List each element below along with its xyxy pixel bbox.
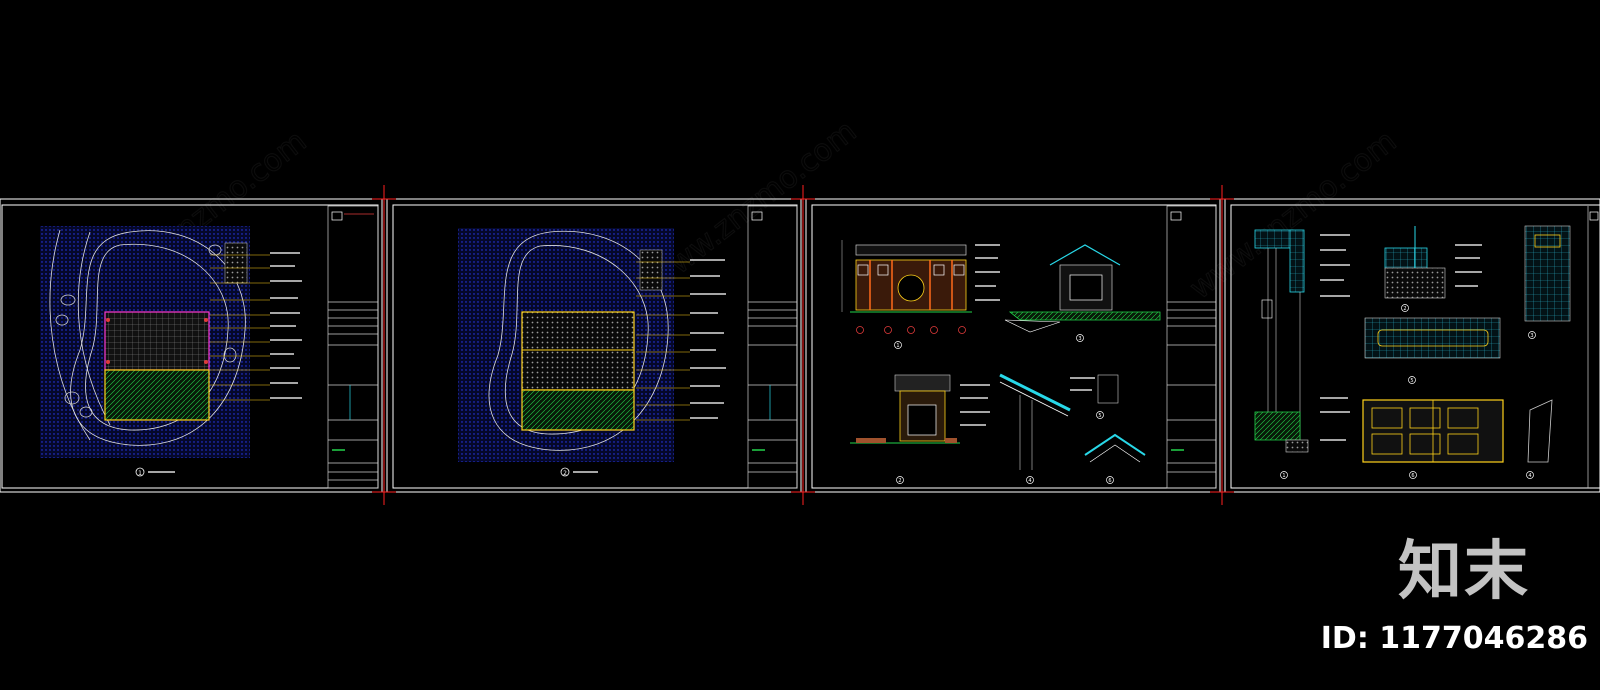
registration-marks [372, 185, 1234, 505]
brand-watermark: 知末 [1398, 535, 1530, 609]
ridge-detail [1084, 433, 1146, 463]
view-label-3-1: 1 [896, 343, 899, 349]
view-number-circle-2 [560, 467, 570, 477]
sheet-4-inner [1230, 204, 1600, 489]
view-label-4-2: 2 [1403, 306, 1406, 312]
paving-plan [1524, 225, 1571, 322]
view-label-4-1: 1 [1282, 473, 1285, 479]
view-label-3-4: 4 [1028, 478, 1031, 484]
sheet-3-frame [805, 198, 1221, 493]
annotation-text-marks-3 [960, 244, 1095, 426]
stone-outlines [55, 244, 237, 418]
view-label-4-3: 3 [1530, 333, 1533, 339]
title-block-1 [327, 205, 379, 489]
small-detail [1097, 374, 1119, 404]
eave-detail [999, 373, 1071, 470]
view-label-3-5: 5 [1098, 413, 1101, 419]
column-markers [106, 318, 208, 364]
image-id-watermark: ID: 1177046286 [1320, 621, 1588, 656]
column-section [1254, 229, 1309, 453]
pavilion-roof-plan [104, 311, 210, 371]
view-number-1: 1 [138, 470, 142, 477]
view-label-4-4: 4 [1528, 473, 1531, 479]
title-block-4 [1587, 206, 1599, 488]
sheet-2-roof-plan: 2 [458, 228, 726, 477]
roof-lower-area [521, 389, 635, 431]
view-circles-3 [894, 334, 1114, 484]
foundation-detail [1384, 226, 1446, 299]
sheet-4-frame [1224, 198, 1600, 493]
annotation-text-marks-4 [1320, 234, 1482, 441]
view-number-2: 2 [563, 470, 567, 477]
steps [224, 242, 248, 284]
view-circles-4 [1280, 304, 1536, 479]
front-elevation [841, 240, 972, 334]
title-block-3 [1166, 205, 1217, 489]
view-label-4-6: 6 [1411, 473, 1414, 479]
annotation-text-marks-1 [270, 252, 302, 399]
view-labels-3: 1 2 3 4 5 6 [896, 336, 1111, 484]
sheet-4-details: 1 2 3 4 5 6 [1254, 225, 1571, 479]
sheet-2-frame [386, 198, 802, 493]
roof-tile-area [521, 311, 635, 391]
gate-elevation [850, 374, 960, 444]
sheet-1-site-plan: 1 [40, 226, 302, 477]
sheet-1-frame [0, 198, 383, 493]
view-labels-4: 1 2 3 4 5 6 [1282, 306, 1533, 479]
view-number-circle-1 [135, 467, 145, 477]
view-label-3-2: 2 [898, 478, 901, 484]
bracket-profile [1527, 399, 1553, 463]
title-blocks [327, 205, 1599, 489]
leader-lines-2 [636, 261, 690, 421]
title-block-2 [747, 205, 798, 489]
view-label-3-3: 3 [1078, 336, 1081, 342]
view-label-3-6: 6 [1108, 478, 1111, 484]
steps-2 [639, 249, 663, 291]
pavilion-platform [104, 369, 210, 421]
view-label-4-5: 5 [1410, 378, 1413, 384]
leader-lines-1 [210, 254, 270, 401]
side-section [1004, 244, 1161, 333]
sheet-3-elevations: 1 2 3 4 5 6 [841, 240, 1161, 484]
sheet-frames [0, 198, 1600, 493]
lattice-window [1362, 399, 1504, 463]
paving-strip [1364, 317, 1501, 359]
annotation-text-marks-2 [690, 259, 726, 419]
